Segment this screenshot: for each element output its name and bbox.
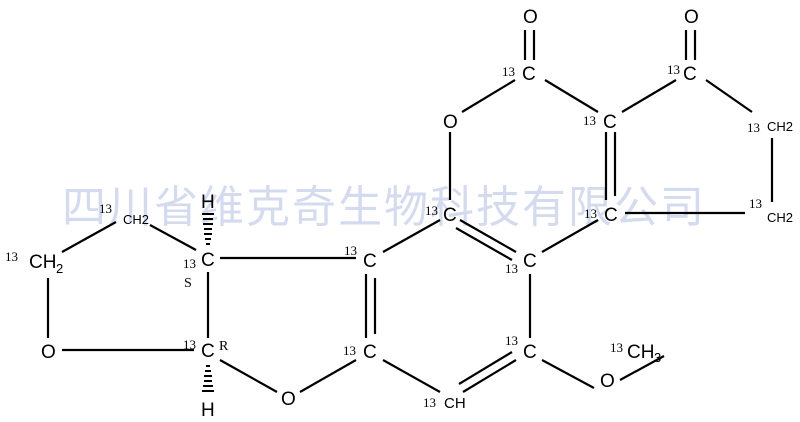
isotope-label: 13: [610, 340, 623, 355]
hashed-wedge-top: [202, 213, 214, 245]
isotope-label: 13: [505, 261, 518, 276]
isotope-label: 13: [749, 196, 762, 211]
atom-o-carbonyl-lactone: O: [523, 7, 538, 28]
atom-ch2-furan-left: CH: [29, 252, 56, 273]
atom-c-upper-left-ring: C: [443, 205, 457, 226]
stereo-label-s: S: [184, 276, 192, 291]
atom-o-methoxy: O: [600, 371, 615, 392]
isotope-label: 13: [584, 206, 597, 221]
atom-ch3-subscript: 3: [654, 350, 661, 365]
atom-ch2-upper-right: CH2: [767, 119, 793, 134]
atom-o-ring-lactone: O: [443, 112, 458, 133]
isotope-label: 13: [583, 113, 596, 128]
atom-ch2-furan-upper: CH2: [123, 212, 149, 227]
atom-c-methoxy-carbon: C: [523, 342, 537, 363]
atom-c-ketone: C: [683, 64, 697, 85]
atom-c-s: C: [201, 250, 215, 271]
atom-c-lactone-right: C: [603, 112, 617, 133]
isotope-label: 13: [667, 62, 680, 77]
isotope-label: 13: [5, 249, 18, 264]
isotope-label: 13: [505, 333, 518, 348]
atom-h-top: H: [201, 192, 215, 213]
atom-o-ketone: O: [684, 7, 699, 28]
atom-ch2-furan-left-subscript: 2: [56, 261, 63, 276]
isotope-label: 13: [183, 256, 196, 271]
atom-o-furan: O: [281, 389, 296, 410]
atom-o-furan-left: O: [41, 342, 56, 363]
watermark-text: 四川省维克奇生物科技有限公司: [62, 182, 706, 233]
bonds: [46, 30, 774, 393]
isotope-label: 13: [423, 395, 436, 410]
atom-c-junction-right: C: [604, 205, 618, 226]
hashed-wedge-bottom: [202, 365, 214, 392]
isotope-label: 13: [99, 201, 112, 216]
isotope-label: 13: [502, 64, 515, 79]
isotope-label: 13: [344, 243, 357, 258]
atom-h-bottom: H: [201, 400, 215, 421]
atom-ch-bottom: CH: [444, 395, 466, 412]
atom-c-r: C: [201, 341, 215, 362]
atom-c-left-ring: C: [363, 251, 377, 272]
atom-c-lower-left-ring: C: [363, 342, 377, 363]
atom-ch2-lower-right: CH2: [767, 210, 793, 225]
isotope-label: 13: [343, 343, 356, 358]
isotope-label: 13: [183, 337, 196, 352]
stereo-label-r: R: [219, 339, 229, 354]
atom-c-center-ring: C: [523, 251, 537, 272]
isotope-label: 13: [425, 203, 438, 218]
isotope-label: 13: [747, 120, 760, 135]
atom-c-carbonyl-lactone: C: [522, 64, 536, 85]
atom-ch3-methoxy: CH: [627, 342, 654, 363]
